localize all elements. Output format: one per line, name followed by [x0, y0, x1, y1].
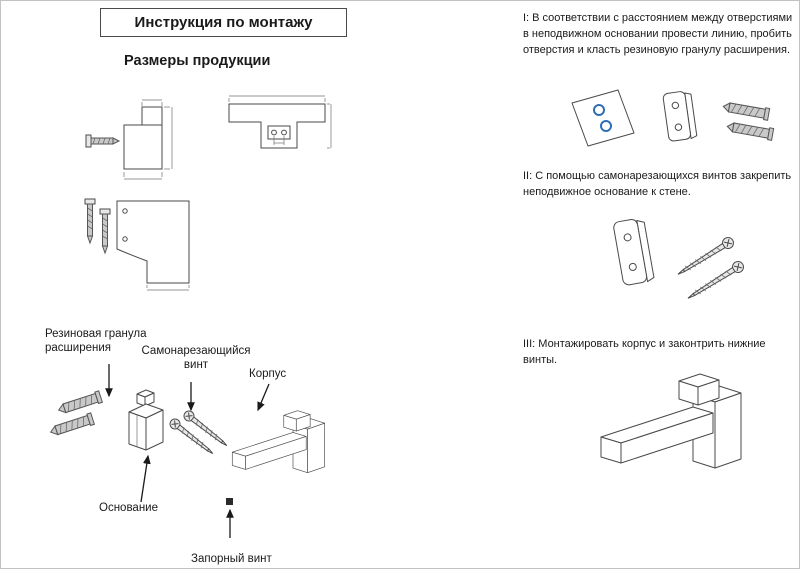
rubber-plug-icon — [726, 122, 775, 141]
drill-hole-mark — [593, 104, 605, 116]
rubber-plug-icon — [722, 102, 771, 121]
marking-template-icon — [571, 89, 635, 147]
hook-body-outline — [123, 124, 163, 170]
dimension-drawing-rear-view — [84, 198, 190, 291]
exploded-view-drawing — [49, 364, 326, 538]
screw-hole — [281, 129, 287, 136]
label-lock-screw: Запорный винт — [191, 553, 272, 565]
base-part-icon — [128, 389, 164, 451]
lock-screw-icon — [226, 498, 233, 505]
tapping-screw-icon — [687, 261, 744, 299]
label-rubber-plug: Резиновая гранула расширения — [45, 328, 147, 355]
screw-hole — [271, 129, 277, 136]
wall-plate-icon — [613, 219, 655, 286]
mounting-plate-outline — [267, 125, 291, 140]
rubber-plug-icon — [57, 390, 104, 414]
step-2-text: II: С помощью самонарезающихся винтов за… — [523, 170, 792, 198]
hook-rear-outline — [116, 200, 190, 284]
dimension-drawing-front-view — [228, 95, 332, 149]
tapping-screw-icon — [99, 208, 111, 255]
dimension-drawing-side-view — [85, 99, 173, 180]
tapping-screw-icon — [85, 134, 121, 148]
bracket-outline — [228, 103, 326, 149]
hook-body-icon — [231, 410, 326, 474]
section-title: Размеры продукции — [124, 53, 271, 69]
tapping-screw-icon — [84, 198, 96, 245]
rubber-plug-icon — [49, 412, 96, 436]
step-3-illustration — [600, 373, 742, 469]
tapping-screw-icon — [169, 418, 214, 454]
hook-body-icon — [600, 373, 742, 469]
wall-plate-icon — [662, 91, 698, 142]
page-title: Инструкция по монтажу — [100, 8, 347, 37]
hook-knob-outline — [141, 106, 163, 126]
drill-hole-mark — [600, 120, 612, 132]
label-base: Основание — [99, 502, 158, 514]
tapping-screw-icon — [183, 410, 228, 446]
step-1-illustration — [571, 89, 775, 147]
tapping-screw-icon — [677, 237, 734, 275]
arrow-down-icon — [257, 383, 270, 412]
arrow-up-icon — [140, 454, 151, 503]
screw-hole — [122, 208, 128, 214]
label-tapping-screw: Самонарезающийся винт — [141, 345, 251, 372]
step-2-illustration — [613, 219, 744, 299]
step-3-text: III: Монтажировать корпус и законтрить н… — [523, 338, 766, 366]
screw-hole — [122, 236, 128, 242]
label-body: Корпус — [249, 368, 287, 380]
step-1-text: I: В соответствии с расстоянием между от… — [523, 12, 793, 56]
